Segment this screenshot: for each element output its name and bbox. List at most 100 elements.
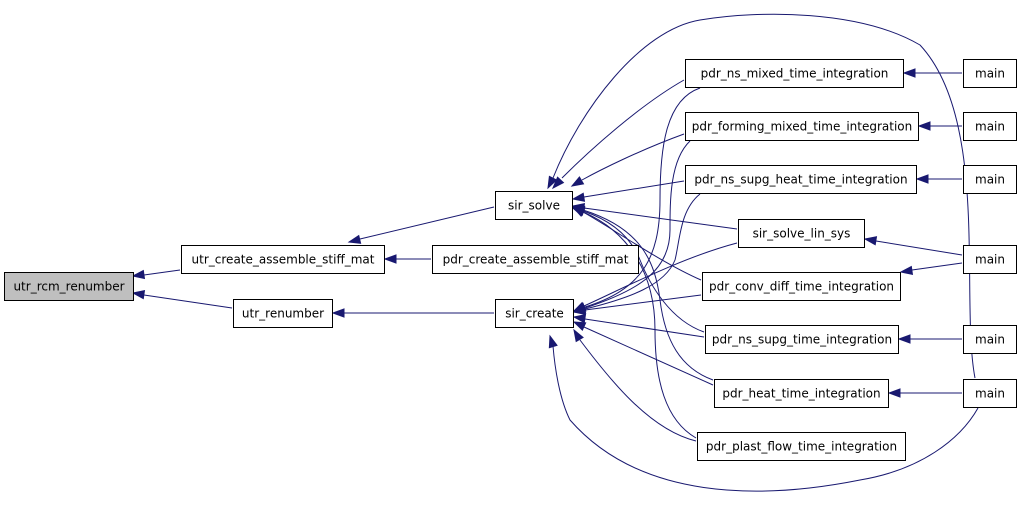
edge-arrowhead [572,321,587,332]
edge-line [579,339,697,442]
node-label: main [975,253,1005,267]
edge-line [581,133,685,181]
node-box[interactable] [714,379,889,408]
node-label: pdr_plast_flow_time_integration [706,440,897,454]
edge-main_2-to-pdr_forming_mixed_time_integration [917,121,962,131]
node-label: pdr_ns_supg_time_integration [712,333,892,347]
edge-pdr_forming_mixed_time_integration-to-sir_solve [570,133,685,187]
edge-line [875,240,963,256]
edge-line [583,207,738,230]
node-box[interactable] [495,299,574,328]
edge-pdr_ns_supg_time_integration-to-sir_create [572,314,705,338]
node-box[interactable] [705,325,899,354]
node-box[interactable] [495,191,573,220]
edge-main_6-to-pdr_heat_time_integration [887,388,962,398]
edge-line [583,180,685,198]
node-box[interactable] [963,379,1017,408]
node-pdr-conv-diff-time-integration[interactable]: pdr_conv_diff_time_integration [702,272,901,301]
node-label: main [975,387,1005,401]
edge-pdr_ns_mixed_time_integration-to-sir_solve [552,79,685,190]
edge-pdr_ns_mixed_time_integration-to-sir_create [572,87,701,312]
edge-sir_solve-to-utr_create_assemble_stiff_mat [347,206,495,244]
node-sir-solve[interactable]: sir_solve [495,191,573,220]
node-box[interactable] [685,59,904,88]
edge-arrowhead [917,121,931,131]
node-pdr-ns-supg-time-integration[interactable]: pdr_ns_supg_time_integration [705,325,899,354]
node-main-5[interactable]: main [963,325,1017,354]
edge-line [584,140,691,309]
edge-utr_renumber-to-utr_rcm_renumber [131,290,233,309]
edge-arrowhead [131,269,146,280]
node-box[interactable] [702,272,901,301]
node-sir-create[interactable]: sir_create [495,299,574,328]
edge-line [584,294,702,311]
node-label: main [975,333,1005,347]
edge-arrowhead [915,174,929,184]
edge-sir_create-to-utr_renumber [331,308,494,318]
node-main-6[interactable]: main [963,379,1017,408]
edge-arrowhead [571,207,586,217]
node-pdr-create-assemble-stiff-mat[interactable]: pdr_create_assemble_stiff_mat [432,245,639,274]
node-box[interactable] [685,112,919,141]
node-utr-create-assemble-stiff-mat[interactable]: utr_create_assemble_stiff_mat [181,245,385,274]
edge-arrowhead [570,176,585,187]
node-utr-rcm-renumber[interactable]: utr_rcm_renumber [4,272,134,301]
edge-pdr_plast_flow_time_integration-to-sir_create [573,328,697,442]
node-label: pdr_create_assemble_stiff_mat [443,253,629,267]
node-label: pdr_conv_diff_time_integration [709,280,894,294]
edge-line [584,193,701,310]
node-box[interactable] [738,219,865,248]
node-main-4[interactable]: main [963,245,1017,274]
edge-main_5-to-pdr_ns_supg_time_integration [897,334,962,344]
edge-line [582,210,705,333]
edge-arrowhead [572,314,587,324]
edge-main_4-to-pdr_conv_diff_time_integration [899,262,963,276]
node-label: sir_solve [508,199,560,213]
edge-utr_create_assemble_stiff_mat-to-utr_rcm_renumber [131,269,181,280]
node-box[interactable] [4,272,134,301]
node-pdr-ns-supg-heat-time-integration[interactable]: pdr_ns_supg_heat_time_integration [685,165,917,194]
edge-arrowhead [887,388,901,398]
edge-pdr_create_assemble_stiff_mat-to-utr_create_assemble_stiff_mat [383,254,431,264]
edge-main_4-to-sir_solve_lin_sys [863,236,963,256]
node-label: pdr_ns_mixed_time_integration [701,67,889,81]
edge-arrowhead [863,236,878,246]
node-main-2[interactable]: main [963,112,1017,141]
edge-line [911,262,963,271]
node-main-3[interactable]: main [963,165,1017,194]
node-label: main [975,173,1005,187]
edges-layer [131,13,979,492]
edge-pdr_conv_diff_time_integration-to-sir_create [572,294,702,316]
node-box[interactable] [233,299,333,328]
node-sir-solve-lin-sys[interactable]: sir_solve_lin_sys [738,219,865,248]
edge-arrowhead [899,265,914,276]
edge-line [582,209,714,381]
node-label: sir_solve_lin_sys [753,227,851,241]
edge-arrowhead [573,328,584,343]
node-box[interactable] [963,112,1017,141]
node-box[interactable] [181,245,385,274]
node-box[interactable] [432,245,639,274]
node-pdr-heat-time-integration[interactable]: pdr_heat_time_integration [714,379,889,408]
node-box[interactable] [685,165,917,194]
node-box[interactable] [963,59,1017,88]
node-label: sir_create [505,307,564,321]
node-utr-renumber[interactable]: utr_renumber [233,299,333,328]
edge-arrowhead [571,192,586,202]
edge-line [552,345,979,492]
edge-arrowhead [331,308,345,318]
node-box[interactable] [963,165,1017,194]
node-box[interactable] [963,325,1017,354]
node-label: utr_create_assemble_stiff_mat [192,253,375,267]
nodes-layer: utr_rcm_renumber utr_create_assemble_stif… [4,59,1017,461]
edge-line [143,294,233,309]
node-label: main [975,67,1005,81]
edge-pdr_heat_time_integration-to-sir_create [572,321,714,386]
node-pdr-plast-flow-time-integration[interactable]: pdr_plast_flow_time_integration [697,432,906,461]
node-pdr-ns-mixed-time-integration[interactable]: pdr_ns_mixed_time_integration [685,59,904,88]
node-box[interactable] [697,432,906,461]
node-box[interactable] [963,245,1017,274]
edge-line [552,13,976,379]
node-pdr-forming-mixed-time-integration[interactable]: pdr_forming_mixed_time_integration [685,112,919,141]
node-main-1[interactable]: main [963,59,1017,88]
